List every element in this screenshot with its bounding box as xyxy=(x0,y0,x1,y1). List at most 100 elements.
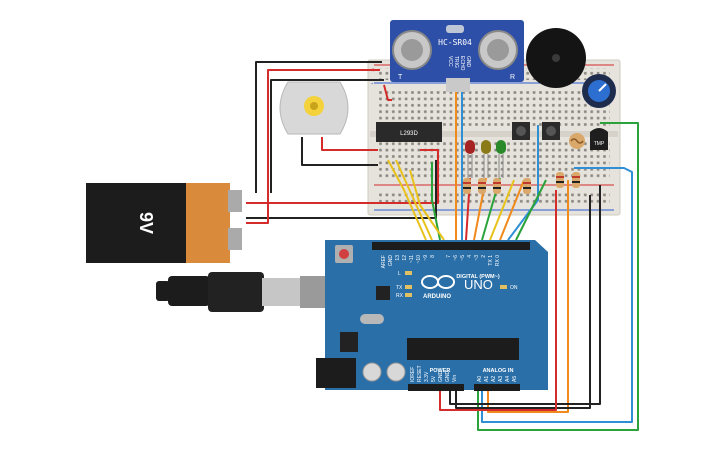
tmp-sensor: TMP xyxy=(590,128,608,150)
arduino-uno: AREF GND 13 12 ~11 ~10 ~9 8 7 ~6 ~5 4 ~3… xyxy=(316,240,548,391)
model-label: UNO xyxy=(464,277,493,292)
orange-wire-analog xyxy=(487,180,569,413)
arduino-logo: ARDUINO xyxy=(421,275,455,300)
svg-text:TX 1: TX 1 xyxy=(488,255,494,266)
svg-text:IOREF: IOREF xyxy=(410,367,416,382)
sensor-mark-left: T xyxy=(398,74,403,81)
red-wire-5v xyxy=(439,190,557,411)
svg-text:~3: ~3 xyxy=(474,255,480,261)
black-wire-ground-2 xyxy=(455,195,591,409)
svg-text:A2: A2 xyxy=(491,376,497,382)
svg-text:TX: TX xyxy=(396,285,403,291)
svg-text:7: 7 xyxy=(446,255,452,258)
black-wire-top xyxy=(270,79,384,193)
resistor-5 xyxy=(556,172,564,188)
tmp-label: TMP xyxy=(594,141,605,147)
buzzer xyxy=(526,28,586,88)
svg-text:12: 12 xyxy=(402,255,408,261)
resistor-2 xyxy=(478,178,486,194)
ultrasonic-sensor: HC-SR04 T R VCC TRIG ECHO GND xyxy=(390,20,524,92)
red-wire-rail xyxy=(246,69,380,224)
analog-label: ANALOG IN xyxy=(483,368,514,374)
yellow-wire-2 xyxy=(395,159,433,241)
resistor-1 xyxy=(463,178,471,194)
svg-text:3.3V: 3.3V xyxy=(424,371,430,382)
green-wire-1 xyxy=(431,162,441,241)
digital-label: DIGITAL (PWM~) xyxy=(456,274,500,280)
power-pin-labels: IOREF RESET 3.3V 5V GND GND Vin xyxy=(410,365,458,382)
svg-text:GND: GND xyxy=(388,255,394,267)
sensor-pin-labels: VCC TRIG ECHO GND xyxy=(447,56,471,71)
sensor-pin-trig: TRIG xyxy=(453,56,459,68)
sensor-pin-gnd: GND xyxy=(465,56,471,68)
svg-text:5V: 5V xyxy=(431,375,437,382)
svg-text:L: L xyxy=(398,271,401,277)
resistor-3 xyxy=(493,178,501,194)
resistor-6 xyxy=(572,172,580,188)
wires xyxy=(246,61,639,431)
led-yellow xyxy=(481,140,491,178)
svg-text:RESET: RESET xyxy=(417,365,423,382)
l293d-chip: L293D xyxy=(376,122,442,142)
svg-text:Vin: Vin xyxy=(452,375,458,382)
svg-text:~9: ~9 xyxy=(423,255,429,261)
black-wire-ground-1 xyxy=(449,185,601,405)
blue-wire-button xyxy=(507,125,539,241)
svg-text:A0: A0 xyxy=(477,376,483,382)
svg-text:RX 0: RX 0 xyxy=(495,255,501,266)
svg-text:13: 13 xyxy=(395,255,401,261)
yellow-wire-1 xyxy=(387,159,427,241)
power-jack xyxy=(316,358,356,388)
red-wire-battery xyxy=(246,149,439,204)
yellow-wire-3 xyxy=(409,169,445,241)
indicator-leds: L TX RX xyxy=(396,271,412,299)
battery-label: 9V xyxy=(136,212,156,234)
potentiometer xyxy=(582,74,616,108)
push-button-1 xyxy=(512,122,530,140)
svg-text:~10: ~10 xyxy=(416,255,422,264)
led-red xyxy=(465,140,475,178)
red-wire-driver xyxy=(383,84,392,101)
microcontroller-chip xyxy=(407,338,519,360)
blue-wire-analog xyxy=(481,167,633,423)
svg-text:~5: ~5 xyxy=(460,255,466,261)
on-label: ON xyxy=(510,285,518,291)
svg-text:2: 2 xyxy=(481,255,487,258)
dc-motor xyxy=(279,81,349,135)
green-wire-analog xyxy=(477,122,639,431)
yellow-wire-4 xyxy=(489,179,515,241)
svg-text:A3: A3 xyxy=(498,376,504,382)
sensor-label: HC-SR04 xyxy=(438,38,472,47)
usb-cable xyxy=(156,272,326,312)
sensor-mark-right: R xyxy=(510,74,515,81)
svg-text:AREF: AREF xyxy=(381,255,387,268)
power-label: POWER xyxy=(430,368,451,374)
svg-text:GND: GND xyxy=(438,371,444,383)
leds xyxy=(465,140,506,178)
9v-battery: 9V xyxy=(86,183,242,263)
led-green xyxy=(496,140,506,178)
green-wire-2 xyxy=(515,179,547,241)
red-wire-motor xyxy=(321,137,378,151)
svg-text:A1: A1 xyxy=(484,376,490,382)
driver-label: L293D xyxy=(400,131,418,137)
sensor-pin-echo: ECHO xyxy=(459,56,465,71)
svg-text:GND: GND xyxy=(445,371,451,383)
svg-text:-: - xyxy=(371,81,374,88)
push-button-2 xyxy=(542,122,560,140)
svg-text:A5: A5 xyxy=(512,376,518,382)
push-buttons xyxy=(512,122,560,140)
svg-text:A4: A4 xyxy=(505,376,511,382)
analog-pin-labels: A0 A1 A2 A3 A4 A5 xyxy=(477,376,518,382)
top-pin-labels: AREF GND 13 12 ~11 ~10 ~9 8 7 ~6 ~5 4 ~3… xyxy=(381,255,501,269)
black-wire-rail xyxy=(255,61,382,193)
svg-text:4: 4 xyxy=(467,255,473,258)
resistors xyxy=(463,172,580,194)
orange-wire-button xyxy=(499,179,525,241)
black-wire-motor xyxy=(301,137,378,166)
resistor-4 xyxy=(523,178,531,194)
svg-text:~11: ~11 xyxy=(409,255,415,263)
svg-text:RX: RX xyxy=(396,293,404,299)
svg-text:8: 8 xyxy=(430,255,436,258)
